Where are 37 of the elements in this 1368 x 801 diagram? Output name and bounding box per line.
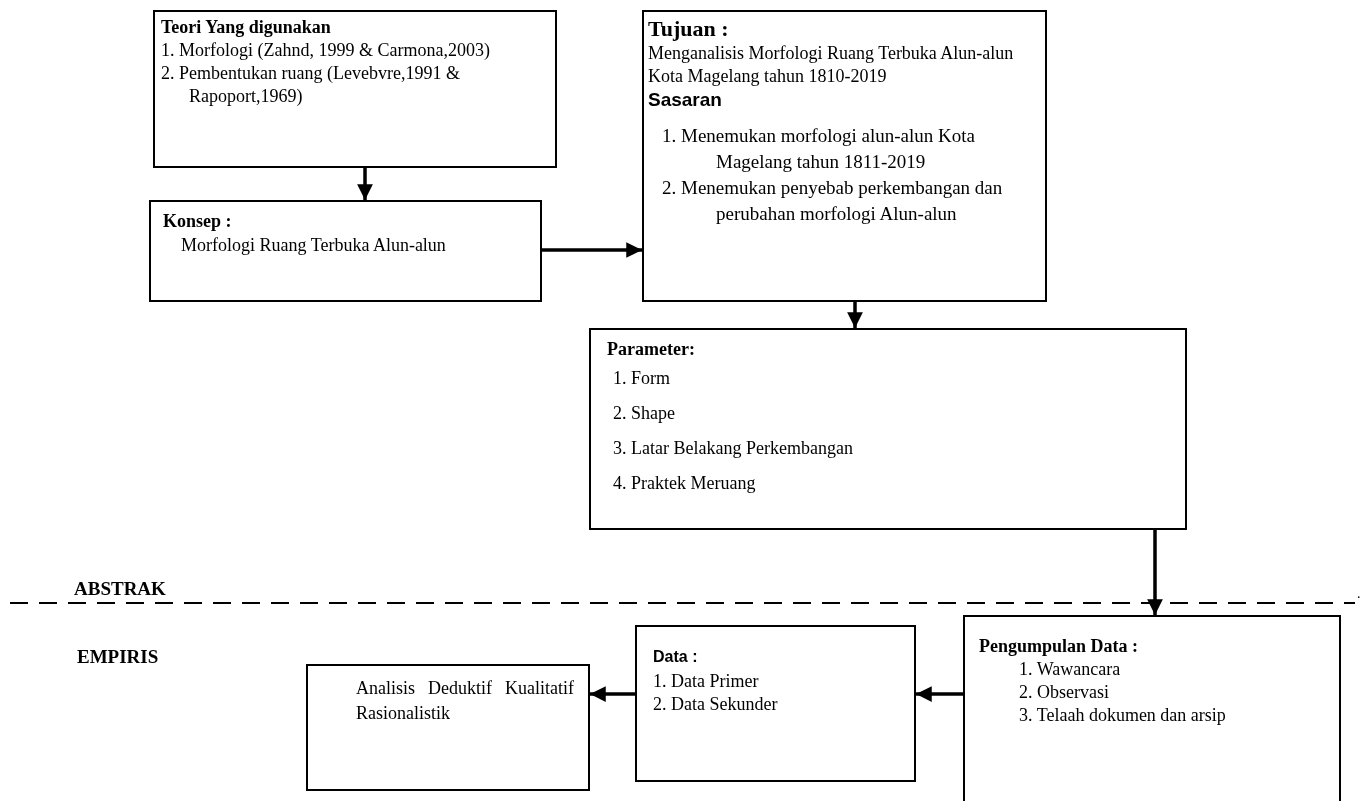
arrow xyxy=(542,242,642,258)
box-heading: Data : xyxy=(653,647,699,667)
dot-mark: . xyxy=(1357,586,1361,602)
box-heading: Tujuan : xyxy=(648,16,730,42)
list-item: 2. Pembentukan ruang (Levebvre,1991 & Rapoport,1969) xyxy=(161,62,461,108)
box-heading: Sasaran xyxy=(648,88,723,111)
arrow xyxy=(916,686,963,702)
arrow xyxy=(847,302,863,328)
box-text: Menganalisis Morfologi Ruang Terbuka Alun-alun Kota Magelang tahun 1810-2019 xyxy=(648,42,1015,88)
list-item: 1. Menemukan morfologi alun-alun Kota Magelang tahun 1811-2019 xyxy=(662,124,976,174)
box-heading: Parameter: xyxy=(607,338,696,361)
list-item: 1. Morfologi (Zahnd, 1999 & Carmona,2003) xyxy=(161,39,491,62)
arrow xyxy=(357,168,373,200)
arrow xyxy=(590,686,635,702)
list-item: 1. Form xyxy=(613,367,671,390)
process-box xyxy=(149,200,542,302)
box-heading: Konsep : xyxy=(163,210,233,233)
list-item: 2. Observasi xyxy=(1019,681,1110,704)
list-item: 3. Latar Belakang Perkembangan xyxy=(613,437,854,460)
process-box xyxy=(963,615,1341,801)
process-box xyxy=(642,10,1047,302)
box-text: Morfologi Ruang Terbuka Alun-alun xyxy=(180,234,447,257)
process-box xyxy=(153,10,557,168)
list-item: 2. Data Sekunder xyxy=(653,693,779,716)
list-item: 1. Data Primer xyxy=(653,670,760,693)
list-item: 4. Praktek Meruang xyxy=(613,472,757,495)
list-item: 2. Menemukan penyebab perkembangan dan perubahan morfologi Alun-alun xyxy=(662,176,1004,226)
list-item: 2. Shape xyxy=(613,402,676,425)
list-item: 1. Wawancara xyxy=(1019,658,1122,681)
process-box xyxy=(635,625,916,782)
arrow xyxy=(1147,530,1163,615)
box-heading: Pengumpulan Data : xyxy=(979,635,1140,658)
box-text: Analisis Deduktif Kualitatif Rasionalistik xyxy=(356,677,574,725)
list-item: 3. Telaah dokumen dan arsip xyxy=(1019,704,1227,727)
process-box xyxy=(589,328,1187,530)
process-box xyxy=(306,664,590,791)
box-heading: Teori Yang digunakan xyxy=(161,16,332,39)
